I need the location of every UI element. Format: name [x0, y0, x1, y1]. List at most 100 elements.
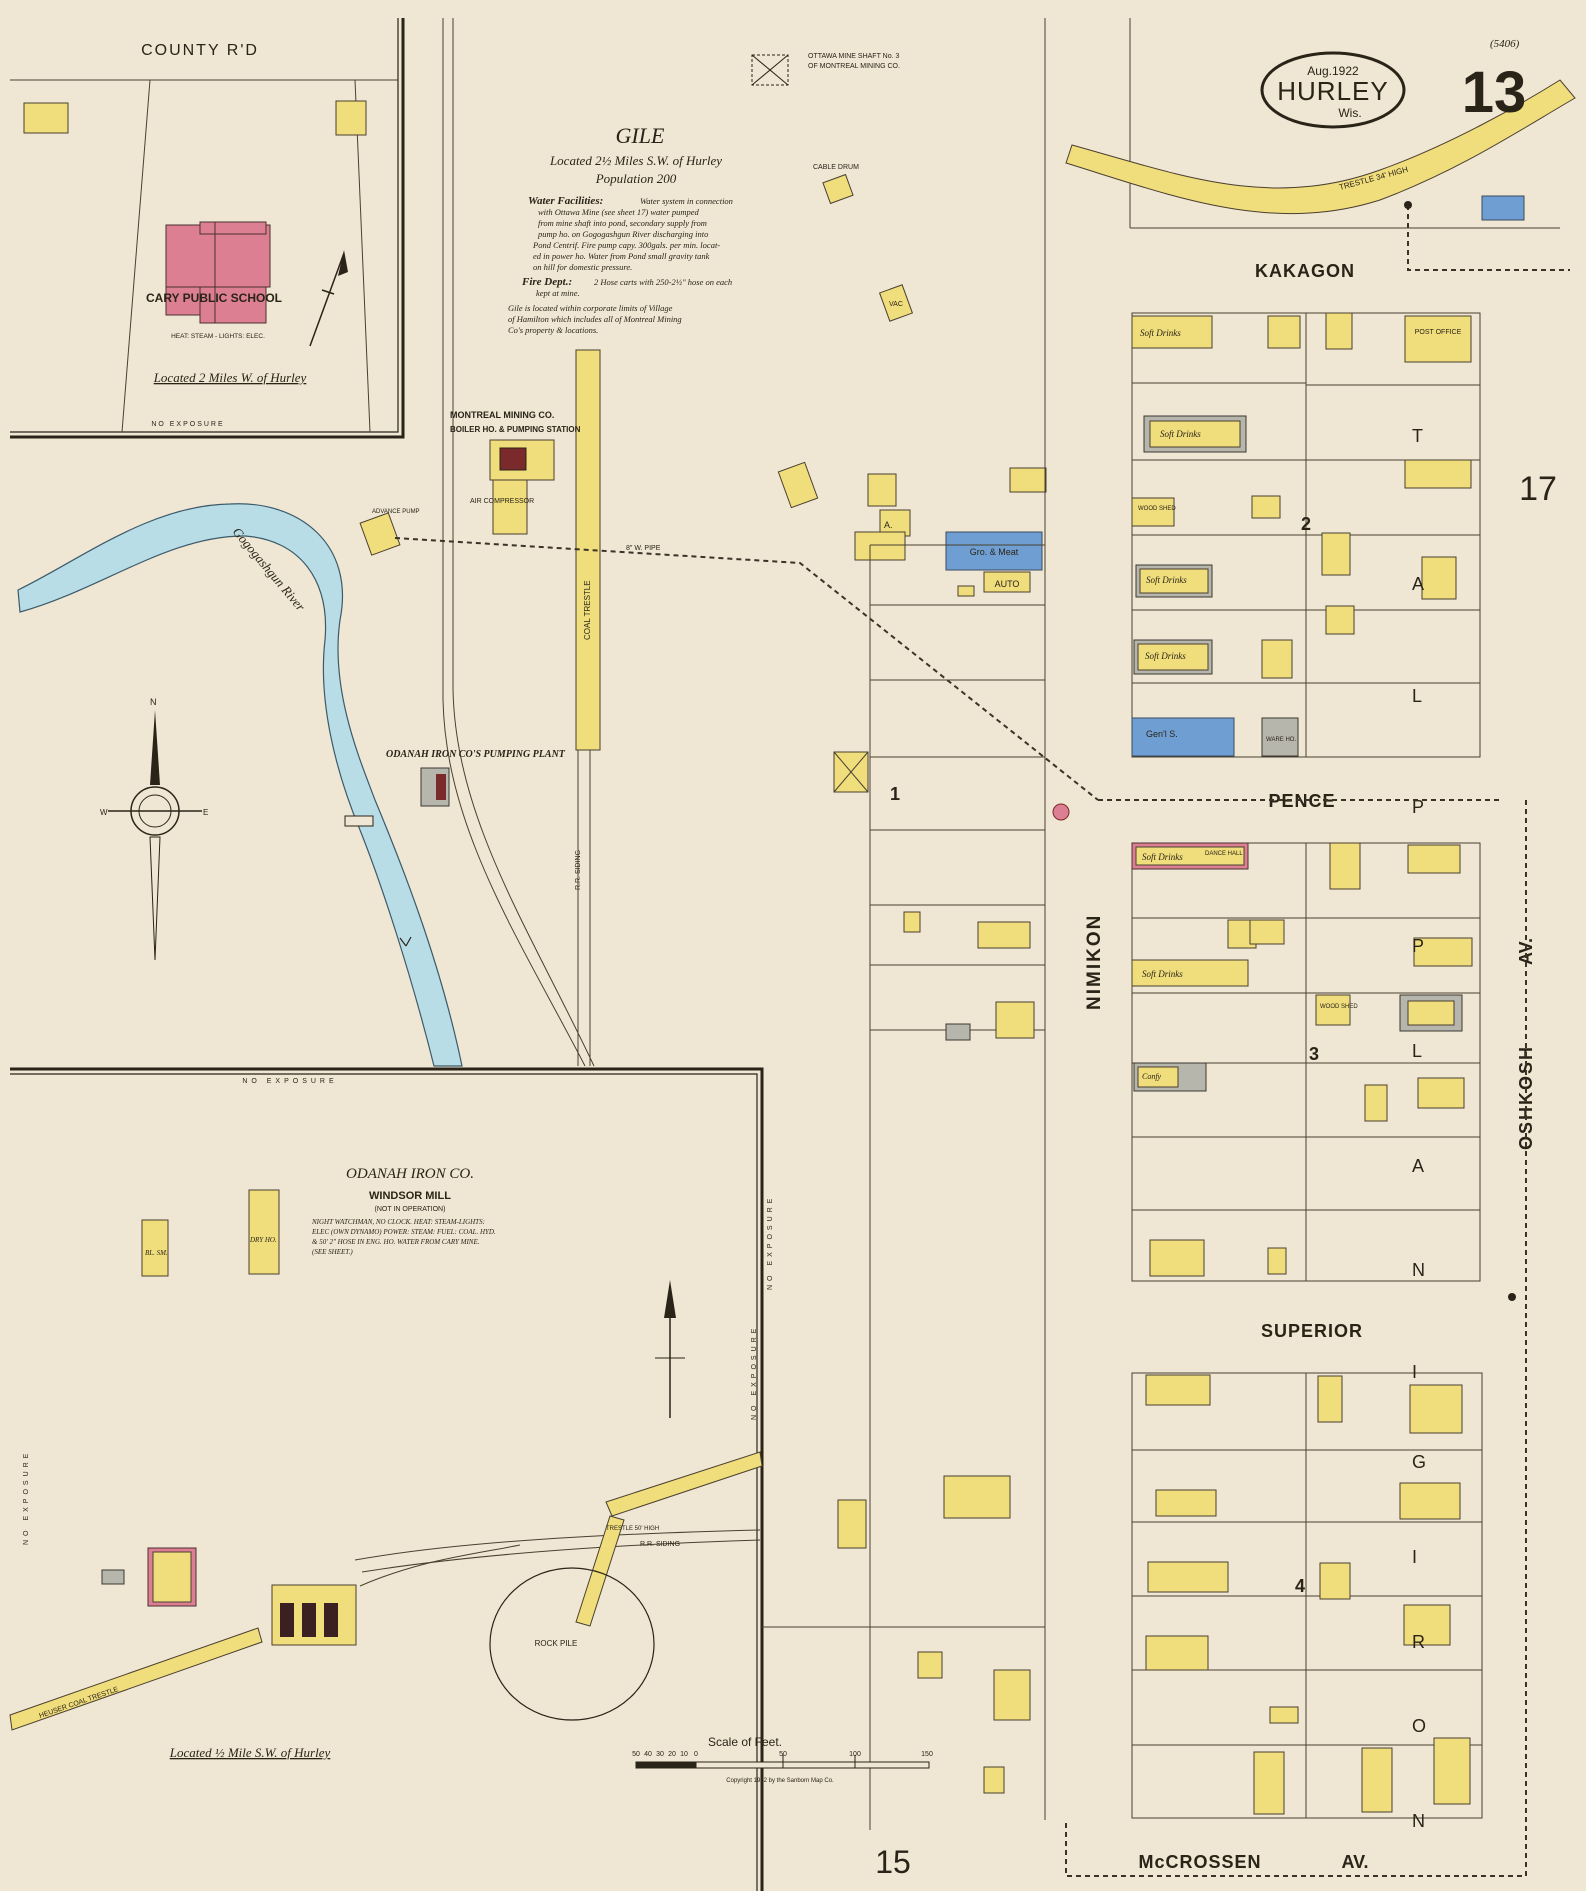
fire-dept-label: Fire Dept.: — [521, 276, 572, 288]
air-compressor-building — [492, 479, 528, 535]
wood-shed-label: WOOD SHED — [1138, 506, 1176, 512]
soft-drinks-store — [1131, 315, 1213, 349]
superior-street-label: SUPERIOR — [1261, 1321, 1363, 1341]
gro-meat-label: Gro. & Meat — [970, 547, 1019, 557]
plat-letter: R — [1412, 1632, 1425, 1652]
dwelling — [1267, 315, 1301, 349]
genl-store-label: Gen'l S. — [1146, 729, 1178, 739]
block-number: 2 — [1301, 514, 1311, 534]
soft-drinks-label: Soft Drinks — [1142, 852, 1183, 862]
water-pipe-label: 8" W. PIPE — [626, 545, 661, 552]
dwelling — [1417, 1077, 1465, 1109]
auto-garage — [983, 571, 1031, 593]
corp-line: Co's property & locations. — [508, 325, 598, 335]
ware-house-label: WARE HO. — [1266, 737, 1296, 743]
svg-text:150: 150 — [921, 1751, 933, 1758]
water-line: on hill for domestic pressure. — [533, 262, 632, 272]
plat-letter: P — [1412, 936, 1424, 956]
mill-status: (NOT IN OPERATION) — [375, 1206, 446, 1213]
air-compressor-label: AIR COMPRESSOR — [470, 498, 534, 505]
dwelling — [1149, 1239, 1205, 1277]
svg-text:20: 20 — [668, 1751, 676, 1758]
outbuilding — [1269, 1706, 1299, 1724]
dwelling — [837, 1499, 867, 1549]
mccrossen-av-label: AV. — [1341, 1852, 1368, 1872]
dwelling — [1155, 1489, 1217, 1517]
outbuilding — [957, 585, 975, 597]
svg-text:30: 30 — [656, 1751, 664, 1758]
montreal-label: MONTREAL MINING CO. — [450, 410, 554, 420]
mccrossen-street-label: McCROSSEN — [1138, 1852, 1261, 1872]
trestle — [575, 1515, 625, 1627]
svg-text:50: 50 — [632, 1751, 640, 1758]
coal-trestle-label: COAL TRESTLE — [583, 580, 592, 640]
mill-rr-siding-label: R.R. SIDING — [640, 1541, 680, 1548]
soft-drinks-store-inner — [1139, 568, 1209, 594]
scale-title: Scale of Feet. — [708, 1735, 782, 1749]
heuser-coal-trestle — [9, 1627, 263, 1731]
hoisting-engine-inner — [152, 1551, 192, 1603]
plat-letter: A — [1412, 1156, 1424, 1176]
post-office — [1404, 315, 1472, 363]
grocery-meat-store — [945, 531, 1043, 571]
cary-school-name: CARY PUBLIC SCHOOL — [146, 291, 282, 305]
dwelling — [854, 531, 906, 561]
dwelling — [1407, 844, 1461, 874]
soft-drinks-store — [1131, 959, 1249, 987]
dwelling — [993, 1669, 1031, 1721]
dwelling — [1325, 312, 1353, 350]
dry-house — [248, 1189, 280, 1275]
scale-bar: Scale of Feet. 50 40 30 20 10 0 50 100 1… — [632, 1735, 933, 1784]
svg-text:100: 100 — [849, 1751, 861, 1758]
vac-building — [878, 284, 914, 322]
mill-note: NIGHT WATCHMAN, NO CLOCK. HEAT: STEAM-LI… — [311, 1218, 485, 1226]
svg-text:0: 0 — [694, 1751, 698, 1758]
rock-pile-label: ROCK PILE — [535, 1639, 578, 1648]
soft-drinks-label: Soft Drinks — [1146, 575, 1187, 585]
copyright: Copyright 1922 by the Sanborn Map Co. — [726, 1778, 834, 1784]
dwelling — [1329, 842, 1361, 890]
outbuilding — [983, 1766, 1005, 1794]
title-block: Aug.1922 HURLEY Wis. 13 (5406) — [1260, 38, 1526, 129]
windsor-mill-inset: NO EXPOSURE NO EXPOSURE NO EXPOSURE NO E… — [9, 1067, 933, 1891]
dry-house-label: DRY HO. — [249, 1236, 277, 1244]
dwelling — [995, 1001, 1035, 1039]
plat-letter: G — [1412, 1452, 1426, 1472]
dwelling — [1404, 459, 1472, 489]
county-rd-label: COUNTY R'D — [141, 42, 259, 59]
cable-drum — [822, 173, 854, 205]
water-pipe-line — [394, 537, 1099, 801]
post-office-label: POST OFFICE — [1415, 329, 1462, 336]
adjacent-sheet-south: 15 — [875, 1844, 911, 1880]
corp-line: Gile is located within corporate limits … — [508, 303, 673, 313]
trestle — [605, 1451, 763, 1517]
svg-text:50: 50 — [779, 1751, 787, 1758]
mill-exposure-left: NO EXPOSURE — [23, 1450, 30, 1545]
plat-letter: N — [1412, 1811, 1425, 1831]
adjacent-sheet-east: 17 — [1519, 470, 1557, 508]
vac-label: VAC — [889, 301, 903, 308]
small-building — [1481, 195, 1525, 221]
dance-hall-inner — [1135, 846, 1245, 866]
soft-drinks-label: Soft Drinks — [1145, 651, 1186, 661]
title-date: Aug.1922 — [1307, 64, 1359, 78]
soft-drinks-label: Soft Drinks — [1160, 429, 1201, 439]
fire-hydrant-icon — [1052, 803, 1070, 821]
outbuilding — [945, 1023, 971, 1041]
wood-shed-label: WOOD SHED — [1320, 1004, 1358, 1010]
ottawa-shaft-label: OTTAWA MINE SHAFT No. 3 — [808, 53, 900, 60]
montreal-sub-label: BOILER HO. & PUMPING STATION — [450, 425, 581, 434]
gile-population: Population 200 — [595, 171, 677, 186]
title-town: HURLEY — [1277, 76, 1388, 106]
gile-location: Located 2½ Miles S.W. of Hurley — [549, 153, 722, 168]
dwelling — [1403, 1604, 1451, 1646]
confectionery-label: Confy — [1142, 1072, 1162, 1081]
dwelling — [1325, 605, 1355, 635]
trestle-structure — [1065, 79, 1576, 215]
dwelling — [1145, 1635, 1209, 1671]
outbuilding — [917, 1651, 943, 1679]
dwelling — [1321, 532, 1351, 576]
water-line: ed in power ho. Water from Pond small gr… — [533, 251, 710, 261]
cary-school-heat: HEAT: STEAM - LIGHTS: ELEC. — [171, 333, 265, 340]
